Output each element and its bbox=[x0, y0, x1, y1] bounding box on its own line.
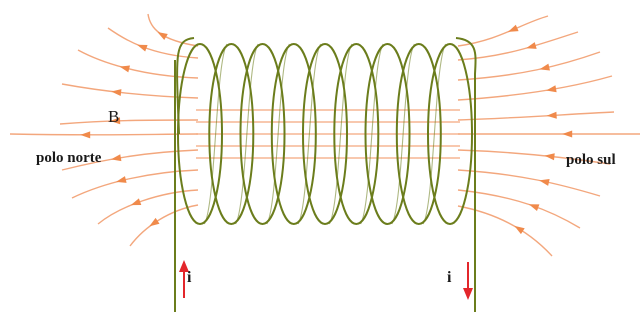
coil-back-wire bbox=[235, 43, 259, 225]
field-arrow bbox=[130, 198, 142, 206]
field-line-left bbox=[71, 169, 199, 199]
coil-turns bbox=[177, 43, 473, 225]
field-line-left bbox=[61, 149, 199, 171]
current-label-left: i bbox=[187, 269, 192, 286]
field-line-right bbox=[457, 189, 581, 229]
field-arrow bbox=[528, 204, 540, 212]
field-arrow bbox=[157, 31, 168, 41]
field-line-left bbox=[77, 49, 199, 79]
coil-turn bbox=[427, 43, 473, 225]
coil-back-wire bbox=[297, 43, 322, 225]
field-line-right bbox=[457, 15, 549, 47]
field-line-right bbox=[457, 51, 601, 81]
coil-turn bbox=[364, 43, 411, 225]
coil-turn bbox=[333, 43, 380, 225]
coil-back-wire bbox=[203, 43, 228, 225]
south-pole-label: polo sul bbox=[566, 152, 616, 168]
field-arrow bbox=[137, 44, 148, 52]
current-arrow-up-head bbox=[179, 260, 189, 272]
coil-back-wire bbox=[360, 43, 384, 225]
field-line-right bbox=[457, 205, 553, 257]
field-arrow bbox=[544, 153, 555, 161]
field-line-right bbox=[457, 149, 611, 165]
field-line-left bbox=[9, 133, 199, 136]
current-arrow-down-head bbox=[463, 288, 473, 300]
field-arrow bbox=[110, 154, 122, 162]
coil-turn bbox=[208, 43, 255, 225]
lead-top-right bbox=[455, 37, 477, 75]
coil-back-wire bbox=[266, 43, 290, 225]
current-label-right: i bbox=[447, 269, 452, 286]
magnetic-field-lines bbox=[9, 13, 640, 257]
field-arrow bbox=[119, 65, 131, 73]
field-arrow bbox=[514, 225, 525, 235]
lead-top-left bbox=[176, 37, 195, 135]
coil-leads bbox=[174, 37, 477, 312]
field-arrow bbox=[110, 117, 121, 125]
coil-turn bbox=[395, 43, 442, 225]
field-line-right bbox=[457, 75, 613, 101]
field-arrow bbox=[149, 217, 160, 227]
field-line-left bbox=[59, 119, 199, 125]
field-line-left bbox=[147, 13, 199, 47]
coil-back-wire bbox=[391, 43, 415, 225]
field-arrow bbox=[526, 42, 537, 49]
field-arrow bbox=[539, 63, 550, 71]
coil-turn bbox=[239, 43, 286, 225]
field-arrow bbox=[539, 179, 550, 186]
coil-back-wire bbox=[328, 43, 353, 225]
field-arrow bbox=[111, 89, 122, 97]
field-line-left bbox=[97, 189, 199, 225]
coil-turn bbox=[270, 43, 317, 225]
north-pole-label: polo norte bbox=[36, 150, 102, 166]
coil-back-wire bbox=[422, 43, 447, 225]
field-arrow bbox=[546, 85, 557, 93]
field-arrow bbox=[546, 111, 557, 119]
field-arrow bbox=[116, 176, 127, 183]
field-line-left bbox=[129, 204, 199, 247]
field-arrow bbox=[80, 131, 91, 139]
field-line-right bbox=[457, 169, 601, 197]
field-line-right bbox=[457, 111, 615, 121]
coil-back-wires bbox=[203, 43, 447, 225]
current-arrows bbox=[179, 260, 473, 300]
coil-turn bbox=[302, 43, 348, 225]
field-arrow bbox=[562, 130, 573, 138]
field-arrow bbox=[508, 24, 519, 32]
field-label-B: B bbox=[108, 107, 119, 126]
